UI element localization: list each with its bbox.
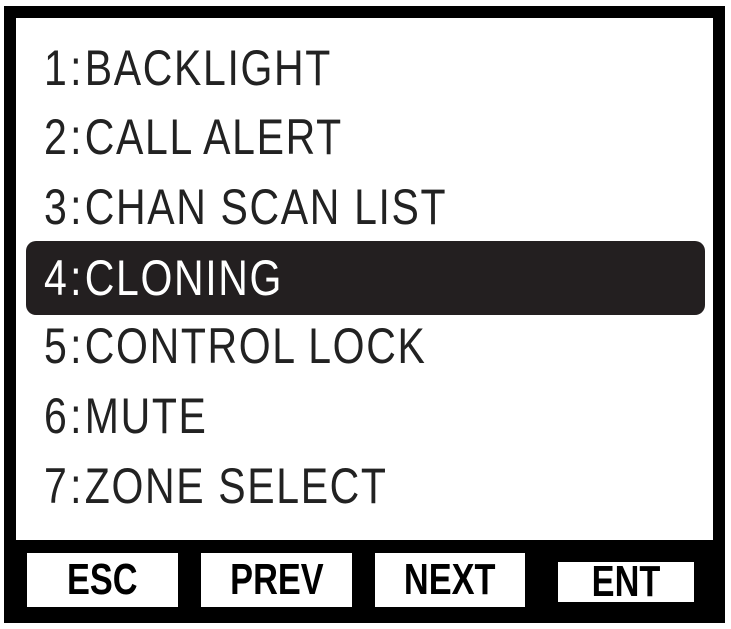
item-number: 7: (44, 458, 85, 514)
esc-label: ESC (67, 555, 138, 604)
item-label: BACKLIGHT (84, 40, 332, 96)
ent-label: ENT (591, 557, 661, 606)
menu-item-zone-select[interactable]: 7:ZONE SELECT (26, 451, 705, 521)
ent-button[interactable]: ENT (558, 557, 694, 606)
item-number: 6: (44, 388, 85, 444)
menu-item-control-lock[interactable]: 5:CONTROL LOCK (26, 311, 705, 381)
esc-button[interactable]: ESC (22, 548, 183, 612)
item-label: CALL ALERT (84, 109, 343, 165)
item-label: CLONING (84, 250, 284, 306)
item-label: CHAN SCAN LIST (84, 179, 448, 235)
menu-item-mute[interactable]: 6:MUTE (26, 381, 705, 451)
next-label: NEXT (404, 555, 496, 604)
item-number: 1: (44, 40, 85, 96)
item-number: 2: (44, 109, 85, 165)
menu-item-backlight[interactable]: 1:BACKLIGHT (26, 33, 705, 103)
item-label: MUTE (84, 388, 208, 444)
prev-label: PREV (229, 555, 324, 604)
next-button[interactable]: NEXT (370, 548, 530, 612)
item-label: CONTROL LOCK (84, 318, 427, 374)
item-number: 4: (44, 250, 85, 306)
prev-button[interactable]: PREV (196, 548, 357, 612)
item-label: ZONE SELECT (84, 458, 388, 514)
item-number: 3: (44, 179, 85, 235)
item-number: 5: (44, 318, 85, 374)
menu-item-call-alert[interactable]: 2:CALL ALERT (26, 102, 705, 172)
menu-item-cloning-selected[interactable]: 4:CLONING (26, 241, 705, 315)
menu-item-chan-scan-list[interactable]: 3:CHAN SCAN LIST (26, 172, 705, 242)
